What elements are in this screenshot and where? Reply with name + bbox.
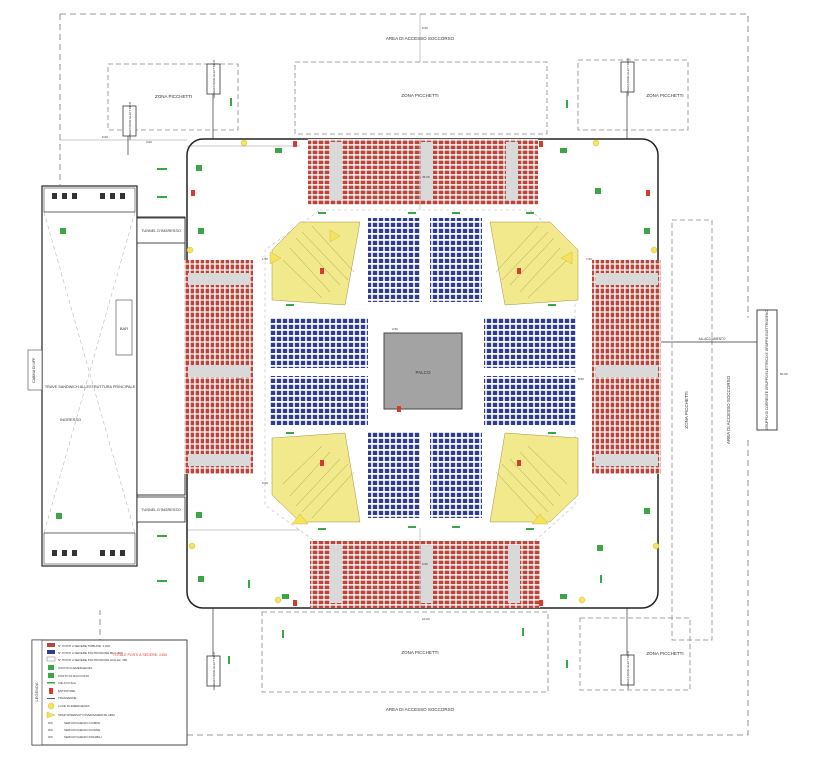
legend-title: LEGENDA bbox=[34, 682, 39, 701]
dimension-label: 8.00 bbox=[578, 377, 584, 381]
zone-label: ZONA PICCHETTI bbox=[646, 93, 683, 98]
dimension-label: 2.50 bbox=[392, 327, 398, 331]
zone-label: ZONA PICCHETTI bbox=[155, 94, 192, 99]
generator-label: GENERATORE ELETTRICO bbox=[212, 59, 216, 98]
escape-arrows bbox=[157, 98, 602, 668]
emergency-exits bbox=[56, 148, 650, 599]
extinguishers bbox=[191, 141, 650, 606]
dimension-lines bbox=[60, 14, 421, 608]
bar-label: BAR bbox=[120, 326, 128, 331]
dimension-label: 45.00 bbox=[422, 175, 430, 179]
dimension-label: 50.00 bbox=[780, 372, 788, 376]
legend-item: N° POSTI A SEDERE POLTRONCINE BLU: 800 bbox=[58, 651, 123, 655]
tunnel-label: TUNNEL D'INGRESSO bbox=[141, 508, 181, 512]
legend-item: LUCE DI EMERGENZA bbox=[58, 704, 90, 708]
tribune-bottom bbox=[310, 541, 540, 608]
legend-item: SPAZI RISERVATI DIVERSAMENTE ABILI bbox=[58, 713, 115, 717]
structure-label: TRAVE SANDWICH ALLESTRUTTURA PRINCIPALE bbox=[45, 385, 136, 389]
generator-label: GENERATORE ELETTRICO bbox=[128, 101, 132, 140]
dimension-label: 6.00 bbox=[236, 377, 242, 381]
legend-item: VIE DI FUGA bbox=[58, 681, 76, 685]
dimension-label: 1.50 bbox=[262, 257, 268, 261]
zone-label: ZONA PICCHETTI bbox=[401, 93, 438, 98]
legend-total: TOTALE POSTI A SEDERE: 2450 bbox=[113, 653, 167, 657]
emergency-lights bbox=[186, 139, 660, 604]
zone-label: ZONA PICCHETTI bbox=[684, 391, 689, 428]
legend-item: PUNTO DI RACCOLTA bbox=[58, 674, 89, 678]
generator-label: GENERATORE ELETTRICO bbox=[626, 650, 630, 689]
tunnel-label: TUNNEL D'INGRESSO bbox=[141, 229, 181, 233]
legend-abbr: WC bbox=[48, 728, 54, 732]
legend-item: TRANSENNE bbox=[58, 696, 77, 700]
legend-abbr: WC bbox=[48, 721, 54, 725]
dimension-label: 3.00 bbox=[146, 140, 152, 144]
area-top-label: AREA DI ACCESSO SOCCORSO bbox=[386, 36, 455, 41]
legend-item: USCITA DI EMERGENZA bbox=[58, 666, 92, 670]
tribune-right bbox=[592, 260, 661, 474]
dimension-label: 6.00 bbox=[262, 481, 268, 485]
legend-item: SERVIZI IGIENICI UOMINI bbox=[64, 721, 100, 725]
stage-label: PALCO bbox=[416, 370, 431, 375]
area-bottom-label: AREA DI ACCESSO SOCCORSO bbox=[386, 707, 455, 712]
ingresso-label: INGRESSO bbox=[60, 417, 81, 422]
stage bbox=[383, 332, 463, 410]
legend-item: N° POSTI A SEDERE POLTRONCINE GIALLE: 45… bbox=[58, 658, 127, 662]
legend-abbr: WC bbox=[48, 735, 54, 739]
generator-label: GENERATORE ELETTRICO bbox=[212, 651, 216, 690]
tribune-top bbox=[308, 139, 538, 205]
generator-boxes bbox=[122, 61, 635, 687]
dimension-label: 7.00 bbox=[586, 257, 592, 261]
legend bbox=[31, 639, 188, 746]
dimension-label: 6.00 bbox=[102, 135, 108, 139]
legend-swatches bbox=[46, 643, 56, 719]
legend-item: N° POSTI A SEDERE TRIBUNE: 1.200 bbox=[58, 644, 110, 648]
right-electrical-box bbox=[756, 309, 778, 431]
area-right-label: AREA DI ACCESSO SOCCORSO bbox=[726, 375, 731, 444]
dimension-label: 10.00 bbox=[422, 617, 430, 621]
cabin-label: CABINA DI UFF. bbox=[32, 357, 36, 383]
zone-boxes bbox=[107, 59, 713, 693]
allaccio-label: ALLACCIAMENTO bbox=[699, 337, 726, 341]
legend-item: SERVIZI IGIENICI DONNE bbox=[64, 728, 100, 732]
left-building bbox=[27, 185, 186, 567]
zone-label: ZONA PICCHETTI bbox=[646, 651, 683, 656]
generator-label: GENERATORE ELETTRICO bbox=[626, 57, 630, 96]
dimension-label: 6.00 bbox=[422, 26, 428, 30]
tribune-left bbox=[184, 260, 253, 474]
legend-item: ESTINTORE bbox=[58, 689, 75, 693]
right-box-label: GRUPPO DI CORRENTE GRUPPO ELETTRICO E GR… bbox=[765, 310, 769, 430]
yellow-seating bbox=[271, 221, 579, 523]
dimension-label: 6.00 bbox=[422, 562, 428, 566]
blue-seating bbox=[270, 218, 576, 518]
zone-label: ZONA PICCHETTI bbox=[401, 650, 438, 655]
legend-item: SERVIZI IGIENICI DISABILI bbox=[64, 735, 102, 739]
